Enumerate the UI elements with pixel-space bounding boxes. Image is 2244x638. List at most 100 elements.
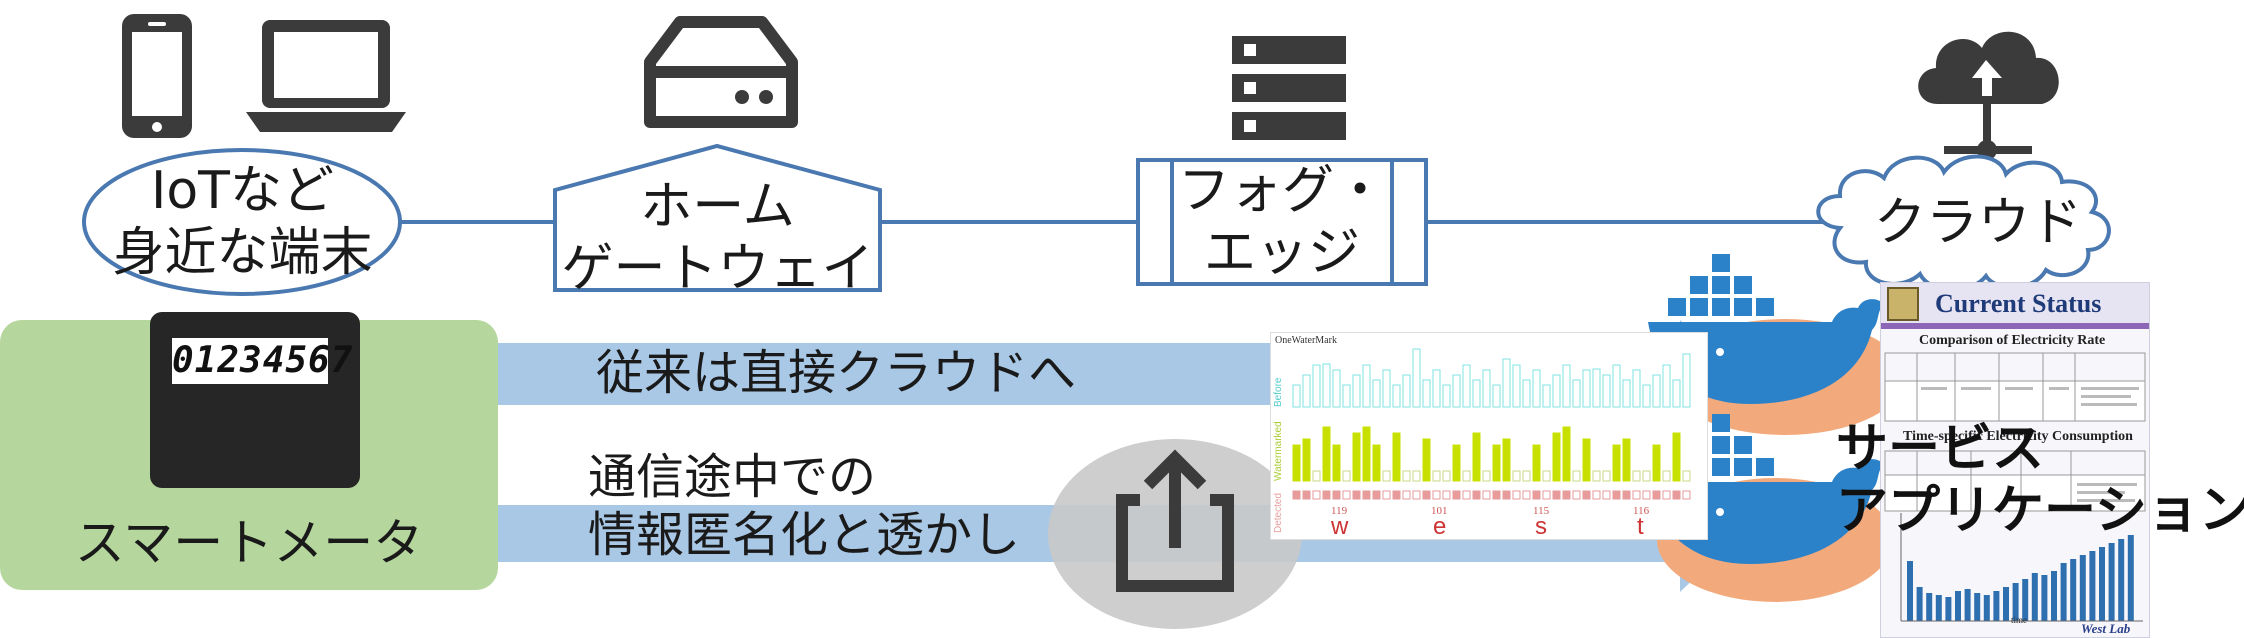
wm-number-3: 116 xyxy=(1633,505,1650,517)
watermark-chart: OneWaterMark Before Watermarked Detected… xyxy=(1270,332,1708,540)
before-bar xyxy=(1652,374,1661,408)
consumption-bar xyxy=(2041,575,2048,621)
detected-bit xyxy=(1502,490,1511,500)
wm-letter-2: s xyxy=(1535,513,1547,540)
direct-cloud-label: 従来は直接クラウドへ xyxy=(596,345,1077,401)
watermarked-bar xyxy=(1352,432,1361,482)
gateway-node-label: ホーム ゲートウェイ xyxy=(561,177,874,299)
before-bar xyxy=(1302,374,1311,408)
consumption-bar xyxy=(2022,579,2029,621)
detected-bit xyxy=(1572,490,1581,500)
detected-bit xyxy=(1352,490,1361,500)
detected-bit xyxy=(1462,490,1471,500)
detected-bit xyxy=(1602,490,1611,500)
watermarked-bar xyxy=(1452,444,1461,482)
detected-bit xyxy=(1542,490,1551,500)
watermarked-bar xyxy=(1332,444,1341,482)
watermarked-bar xyxy=(1662,470,1671,482)
watermarked-bar xyxy=(1622,438,1631,482)
consumption-bar xyxy=(1964,589,1971,621)
before-bar xyxy=(1452,374,1461,408)
server-icon xyxy=(1232,36,1346,140)
before-bar xyxy=(1312,364,1321,408)
status-logo-icon xyxy=(1887,287,1919,321)
detected-bit xyxy=(1322,490,1331,500)
consumption-bar xyxy=(1945,597,1952,621)
detected-bit xyxy=(1592,490,1601,500)
wm-number-2: 115 xyxy=(1533,505,1550,517)
iot-node-label: IoTなど 身近な端末 xyxy=(112,161,373,283)
detected-bit xyxy=(1562,490,1571,500)
before-bar xyxy=(1632,369,1641,408)
before-bar xyxy=(1392,384,1401,408)
detected-bit xyxy=(1392,490,1401,500)
detected-bit xyxy=(1362,490,1371,500)
consumption-bar xyxy=(2079,555,2086,621)
watermarked-bar xyxy=(1582,438,1591,482)
watermarked-bar xyxy=(1462,470,1471,482)
before-bar xyxy=(1642,384,1651,408)
consumption-bar xyxy=(2099,547,2105,621)
before-bar xyxy=(1502,358,1511,408)
before-bar xyxy=(1352,374,1361,408)
watermarked-bar xyxy=(1422,438,1431,482)
status-xlabel: time xyxy=(2011,615,2027,625)
consumption-bar xyxy=(1935,595,1942,621)
cloud-node-shape xyxy=(1816,154,2111,292)
before-bar xyxy=(1472,379,1481,408)
consumption-bar xyxy=(2108,543,2115,621)
cloud-upload-icon xyxy=(1918,31,2059,160)
detected-bit xyxy=(1492,490,1501,500)
meter-display xyxy=(172,338,328,384)
watermarked-bar xyxy=(1512,470,1521,482)
consumption-bar xyxy=(2118,539,2125,621)
watermarked-bar xyxy=(1632,470,1641,482)
watermarked-bar xyxy=(1342,470,1351,482)
detected-bit xyxy=(1472,490,1481,500)
rate-comparison-heading: Comparison of Electricity Rate xyxy=(1919,333,2106,348)
anonymize-label: 通信途中での 情報匿名化と透かし xyxy=(588,449,1021,563)
before-bar xyxy=(1682,353,1691,408)
wm-letter-1: e xyxy=(1433,513,1447,540)
watermarked-bar xyxy=(1572,470,1581,482)
detected-bit xyxy=(1512,490,1521,500)
before-bar xyxy=(1602,374,1611,408)
detected-bit xyxy=(1612,490,1621,500)
watermarked-bar xyxy=(1312,470,1321,482)
fog-node-label: フォグ・ エッジ xyxy=(1177,161,1386,283)
detected-bit xyxy=(1412,490,1421,500)
watermarked-bar xyxy=(1372,444,1381,482)
status-tables xyxy=(1884,352,2146,622)
consumption-bar xyxy=(1955,591,1961,621)
detected-bit xyxy=(1342,490,1351,500)
before-bar xyxy=(1492,384,1501,408)
detected-bit xyxy=(1292,490,1301,500)
detected-bit xyxy=(1482,490,1491,500)
watermarked-bar xyxy=(1472,432,1481,482)
detected-bit xyxy=(1652,490,1661,500)
consumption-bar xyxy=(2089,551,2096,621)
before-bar xyxy=(1332,369,1341,408)
detected-bit xyxy=(1332,490,1341,500)
watermarked-bar xyxy=(1442,470,1451,482)
before-bar xyxy=(1552,374,1561,408)
wm-number-0: 119 xyxy=(1331,505,1348,517)
before-bar xyxy=(1622,379,1631,408)
watermarked-bar xyxy=(1602,470,1611,482)
watermarked-bar xyxy=(1522,470,1531,482)
watermarked-bar xyxy=(1502,438,1511,482)
before-bar xyxy=(1522,379,1531,408)
consumption-bar xyxy=(1983,595,1990,621)
before-bar xyxy=(1512,364,1521,408)
before-bar xyxy=(1592,368,1601,408)
before-bar xyxy=(1412,348,1421,408)
share-icon xyxy=(1116,449,1234,592)
before-bar xyxy=(1372,379,1381,408)
cloud-node-label: クラウド xyxy=(1873,193,2082,253)
detected-bit xyxy=(1432,490,1441,500)
watermarked-bar xyxy=(1302,438,1311,482)
before-bar xyxy=(1402,374,1411,408)
before-bar xyxy=(1672,379,1681,408)
detected-bit xyxy=(1532,490,1541,500)
consumption-bar xyxy=(1993,591,2000,621)
